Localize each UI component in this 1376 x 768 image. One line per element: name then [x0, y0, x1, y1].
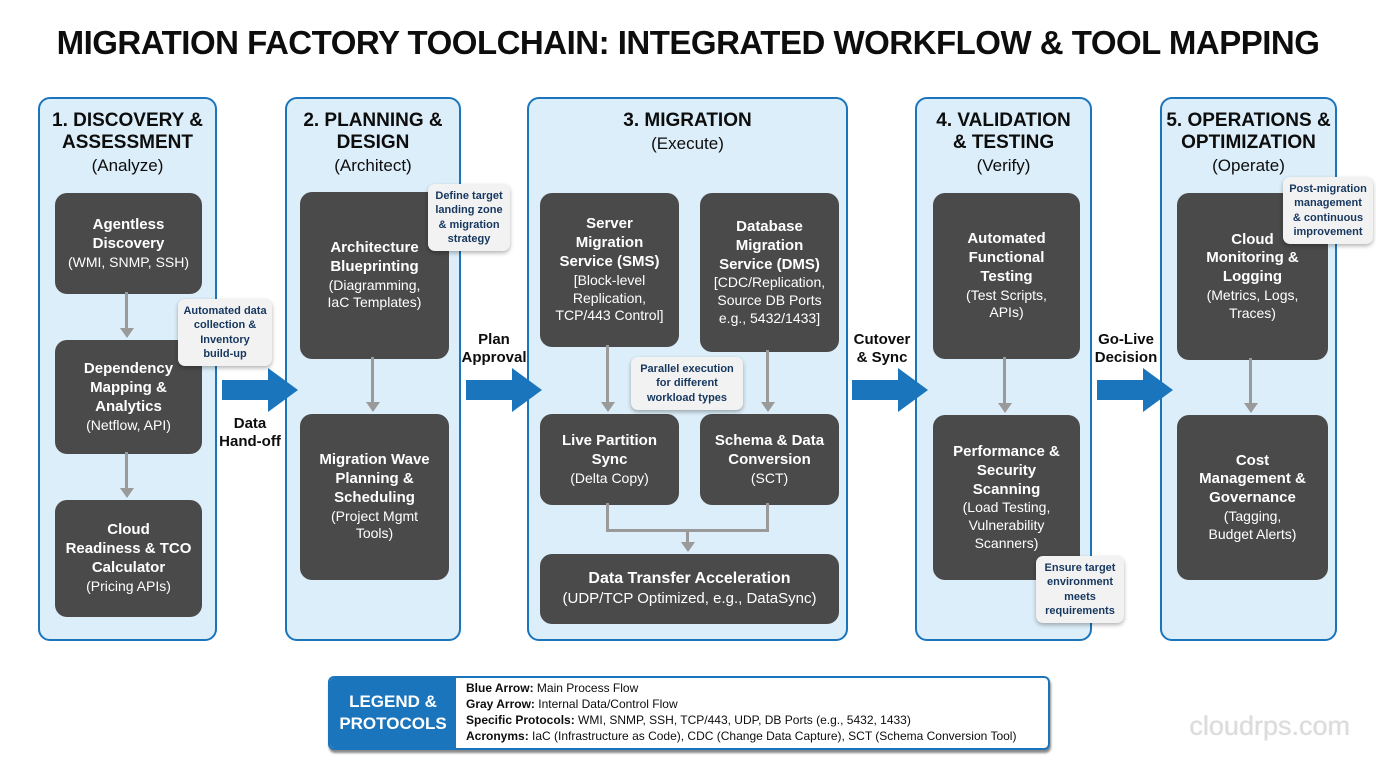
legend-heading: LEGEND & PROTOCOLS [330, 678, 456, 748]
phase-subheading: (Architect) [334, 156, 412, 176]
tool-title: Cloud Readiness & TCO Calculator [65, 521, 192, 577]
merge-connector-line [766, 503, 769, 532]
box-architecture-blueprinting: Architecture Blueprinting (Diagramming, … [300, 192, 449, 359]
legend-desc: Internal Data/Control Flow [538, 697, 678, 712]
phase-heading: 3. MIGRATION [623, 110, 752, 131]
tool-detail: (UDP/TCP Optimized, e.g., DataSync) [562, 589, 817, 607]
tool-title: Schema & Data Conversion [714, 431, 825, 468]
legend-term: Blue Arrow: [466, 681, 534, 696]
phase-panel-discovery: 1. DISCOVERY & ASSESSMENT (Analyze) Agen… [38, 97, 217, 641]
main-flow-arrow [1097, 368, 1173, 412]
note-automated-data-collection: Automated data collection & Inventory bu… [178, 299, 272, 367]
main-flow-arrow [466, 368, 542, 412]
legend-term: Specific Protocols: [466, 713, 575, 727]
box-cost-management-governance: Cost Management & Governance (Tagging, B… [1177, 415, 1328, 580]
legend-item-gray-arrow: Gray Arrow: Internal Data/Control Flow [466, 697, 1038, 713]
internal-flow-arrow [1249, 358, 1252, 403]
main-flow-arrow [852, 368, 928, 412]
tool-detail: [CDC/Replication, Source DB Ports e.g., … [713, 274, 826, 326]
box-data-transfer-acceleration: Data Transfer Acceleration (UDP/TCP Opti… [540, 554, 839, 624]
tool-detail: [Block-level Replication, TCP/443 Contro… [555, 271, 664, 324]
tool-title: Database Migration Service (DMS) [719, 217, 820, 273]
internal-flow-arrow [766, 350, 769, 402]
phase-subheading: (Verify) [976, 156, 1031, 176]
phase-subheading: (Operate) [1212, 156, 1285, 176]
legend-item-acronyms: Acronyms: IaC (Infrastructure as Code), … [466, 729, 1038, 745]
note-parallel-execution: Parallel execution for different workloa… [631, 357, 743, 410]
internal-flow-arrow [371, 357, 374, 402]
internal-flow-arrow [125, 292, 128, 328]
tool-detail: (Pricing APIs) [86, 578, 171, 595]
tool-detail: (Metrics, Logs, Traces) [1206, 287, 1299, 321]
legend-term: Gray Arrow: [466, 697, 535, 712]
box-migration-wave-planning: Migration Wave Planning & Scheduling (Pr… [300, 414, 449, 580]
tool-detail: (Test Scripts, APIs) [966, 286, 1047, 321]
flow-label-cutover-sync: Cutover & Sync [853, 331, 911, 366]
legend-item-protocols: Specific Protocols: WMI, SNMP, SSH, TCP/… [466, 713, 1038, 729]
box-live-partition-sync: Live Partition Sync (Delta Copy) [540, 414, 679, 505]
internal-flow-arrow [125, 452, 128, 488]
legend-body: Blue Arrow: Main Process Flow Gray Arrow… [456, 678, 1048, 748]
tool-title: Live Partition Sync [561, 431, 658, 468]
flow-label-golive-decision: Go-Live Decision [1094, 331, 1158, 366]
merge-connector-line [606, 503, 609, 532]
tool-detail: (Netflow, API) [86, 416, 171, 433]
phase-subheading: (Analyze) [91, 156, 164, 176]
box-automated-functional-testing: Automated Functional Testing (Test Scrip… [933, 193, 1080, 359]
legend-term: Acronyms: [466, 728, 529, 743]
box-dependency-mapping: Dependency Mapping & Analytics (Netflow,… [55, 340, 202, 454]
box-schema-data-conversion: Schema & Data Conversion (SCT) [700, 414, 839, 505]
note-define-landing-zone: Define target landing zone & migration s… [428, 184, 510, 252]
tool-detail: (Tagging, Budget Alerts) [1208, 508, 1297, 542]
tool-title: Agentless Discovery [92, 215, 165, 252]
flow-label-plan-approval: Plan Approval [461, 331, 527, 366]
phase-heading: 4. VALIDATION & TESTING [936, 110, 1071, 154]
tool-title: Automated Functional Testing [967, 230, 1046, 285]
note-post-migration-management: Post-migration management & continuous i… [1283, 177, 1373, 245]
tool-detail: (Diagramming, IaC Templates) [327, 276, 422, 311]
internal-flow-arrow [686, 529, 689, 542]
box-agentless-discovery: Agentless Discovery (WMI, SNMP, SSH) [55, 193, 202, 294]
note-ensure-target-environment: Ensure target environment meets requirem… [1036, 556, 1124, 624]
tool-detail: (Delta Copy) [570, 469, 649, 486]
internal-flow-arrow [1003, 357, 1006, 403]
box-database-migration-service: Database Migration Service (DMS) [CDC/Re… [700, 193, 839, 352]
internal-flow-arrow [606, 345, 609, 402]
legend-desc: WMI, SNMP, SSH, TCP/443, UDP, DB Ports (… [578, 713, 911, 727]
tool-detail: (Load Testing, Vulnerability Scanners) [962, 499, 1051, 551]
tool-detail: (WMI, SNMP, SSH) [67, 253, 190, 270]
tool-title: Server Migration Service (SMS) [559, 215, 660, 270]
page-title: MIGRATION FACTORY TOOLCHAIN: INTEGRATED … [56, 24, 1320, 61]
tool-title: Dependency Mapping & Analytics [83, 359, 174, 415]
box-server-migration-service: Server Migration Service (SMS) [Block-le… [540, 193, 679, 347]
tool-detail: (Project Mgmt Tools) [330, 507, 419, 542]
tool-title: Migration Wave Planning & Scheduling [319, 451, 430, 506]
watermark: cloudrps.com [1189, 711, 1350, 741]
phase-subheading: (Execute) [651, 134, 724, 154]
box-cloud-readiness-tco: Cloud Readiness & TCO Calculator (Pricin… [55, 500, 202, 617]
tool-title: Cloud Monitoring & Logging [1206, 230, 1299, 286]
flow-label-data-handoff: Data Hand-off [219, 415, 281, 450]
tool-title: Data Transfer Acceleration [588, 570, 791, 588]
legend-box: LEGEND & PROTOCOLS Blue Arrow: Main Proc… [328, 676, 1050, 750]
phase-heading: 2. PLANNING & DESIGN [303, 110, 443, 154]
tool-detail: (SCT) [750, 469, 789, 486]
legend-desc: Main Process Flow [536, 681, 639, 696]
phase-heading: 5. OPERATIONS & OPTIMIZATION [1166, 110, 1331, 154]
legend-item-blue-arrow: Blue Arrow: Main Process Flow [466, 681, 1038, 697]
phase-heading: 1. DISCOVERY & ASSESSMENT [52, 110, 203, 154]
tool-title: Architecture Blueprinting [330, 238, 419, 275]
tool-title: Performance & Security Scanning [953, 442, 1060, 498]
main-flow-arrow [222, 368, 298, 412]
legend-desc: IaC (Infrastructure as Code), CDC (Chang… [532, 728, 1017, 743]
phase-panel-validation: 4. VALIDATION & TESTING (Verify) Automat… [915, 97, 1092, 641]
tool-title: Cost Management & Governance [1199, 451, 1306, 507]
box-performance-security-scanning: Performance & Security Scanning (Load Te… [933, 415, 1080, 580]
